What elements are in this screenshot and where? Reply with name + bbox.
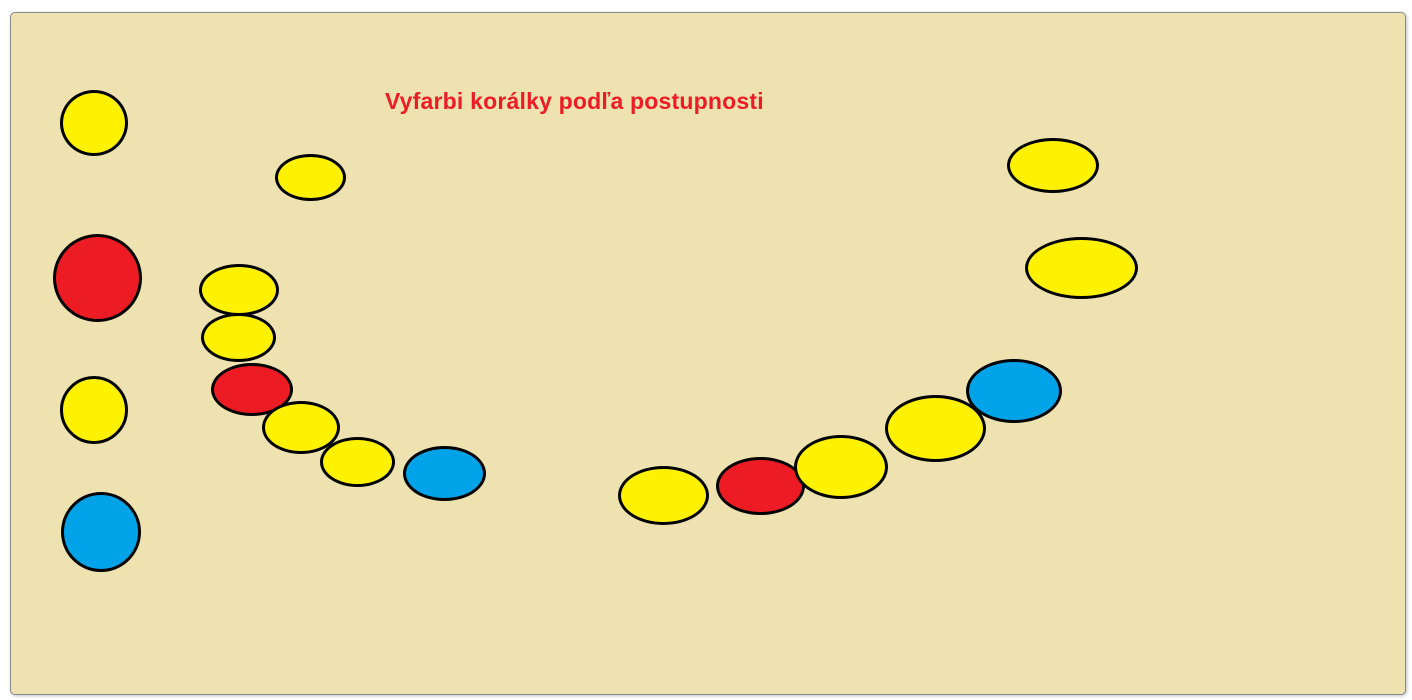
- instruction-title: Vyfarbi korálky podľa postupnosti: [385, 88, 764, 114]
- right-string-bead-3[interactable]: [794, 435, 888, 499]
- palette-bead-3[interactable]: [60, 376, 128, 444]
- right-string-bead-4[interactable]: [885, 395, 986, 462]
- palette-bead-1[interactable]: [60, 90, 128, 156]
- left-string-bead-4[interactable]: [211, 363, 293, 416]
- right-string-bead-6[interactable]: [1025, 237, 1138, 299]
- right-string-bead-5[interactable]: [966, 359, 1062, 423]
- left-string-bead-2[interactable]: [199, 264, 279, 316]
- right-string-bead-7[interactable]: [1007, 138, 1099, 193]
- left-string-bead-5[interactable]: [262, 401, 340, 454]
- right-string-bead-1[interactable]: [618, 466, 709, 525]
- left-string-bead-7[interactable]: [403, 446, 486, 501]
- palette-bead-4[interactable]: [61, 492, 141, 572]
- palette-bead-2[interactable]: [53, 234, 142, 322]
- right-string-bead-2[interactable]: [716, 457, 805, 515]
- left-string-bead-6[interactable]: [320, 437, 395, 487]
- left-string-bead-1[interactable]: [275, 154, 346, 201]
- left-string-bead-3[interactable]: [201, 313, 276, 362]
